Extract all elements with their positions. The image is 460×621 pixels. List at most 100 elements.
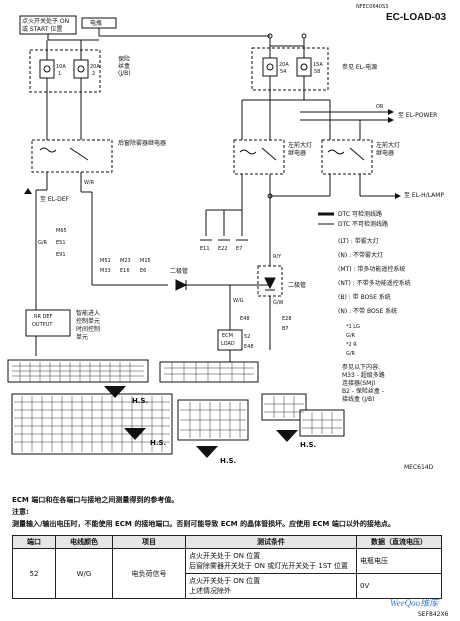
diode2-label: 二极管 — [288, 282, 307, 289]
fuse-a-rating: 10A — [56, 64, 66, 70]
wire-color-2: G/R — [346, 333, 356, 339]
connector-ref: M33 — [100, 268, 111, 274]
connector-ref: E48 — [240, 316, 250, 322]
connector-ref: M23 — [120, 258, 131, 264]
ign-label-1: 点火开关处于 ON — [22, 18, 70, 25]
see-el-power-top: 参见 EL-电源 — [342, 64, 378, 71]
connector-ref: E16 — [120, 268, 130, 274]
rr-def-text-1: 智能进入 — [76, 310, 101, 317]
notes-line1: ECM 端口和在各端口与接地之间测量得到的参考值。 — [12, 496, 179, 504]
fuse-box-label-2: 丝盒 — [118, 63, 131, 70]
watermark-logo: WeeQoo维库 — [390, 598, 439, 608]
hs-label: H.S. — [220, 457, 237, 465]
table-row: 52 W/G 电负荷信号 点火开关处于 ON 位置 后窗除雾器开关处于 ON 或… — [12, 548, 442, 599]
connector-ref: E51 — [56, 240, 66, 246]
cell-data-2: 0V — [356, 573, 442, 599]
rr-def-text-3: 时间控制 — [76, 326, 101, 333]
fuse-a-num: 1 — [58, 71, 62, 77]
headlamp-relay-lh-2: 继电器 — [288, 150, 307, 157]
connector-ref: M15 — [140, 258, 151, 264]
headlamp-relay-rh-1: 左前大灯 — [376, 142, 401, 149]
fuse-b-num: 2 — [92, 71, 96, 77]
cell-condition-1: 点火开关处于 ON 位置 后窗除雾器开关处于 ON 或灯光开关处于 1ST 位置 — [185, 548, 357, 574]
legend-item: (N) : 不带 BOSE 系统 — [338, 308, 398, 315]
wire-gr: G/R — [38, 240, 48, 246]
connector-ref: M65 — [56, 228, 67, 234]
wire-ry: R/Y — [273, 254, 282, 260]
headlamp-relay-lh-1: 左前大灯 — [288, 142, 313, 149]
wire-wr: W/R — [84, 180, 95, 186]
connector-ref: E91 — [56, 252, 66, 258]
wire-color-4: G/R — [346, 351, 356, 357]
ecm-label-2: LOAD — [221, 341, 235, 347]
wire-wg: W/G — [233, 298, 244, 304]
legend-item: (NT) : 不带多功能遥控系统 — [338, 280, 411, 287]
rr-def-label-1: RR DEF — [34, 314, 53, 320]
fuse-c-rating: 20A — [279, 62, 289, 68]
see-below-5: 接线盒 (J/B) — [342, 396, 375, 403]
rr-def-text-2: 控制单元 — [76, 318, 101, 325]
dtc-legend-2: DTC 不可检测线路 — [338, 221, 389, 228]
diagram-title: EC-LOAD-03 — [386, 12, 447, 23]
headlamp-relay-rh-2: 继电器 — [376, 150, 395, 157]
header-data: 数据（直流电压） — [356, 535, 442, 549]
fuse-b-rating: 20A — [90, 64, 100, 70]
ecm-label-1: ECM — [222, 333, 233, 339]
see-below-3: 连接器(SMJ) — [342, 380, 376, 387]
fuse-c-num: 54 — [280, 69, 287, 75]
cell-color: W/G — [55, 548, 113, 599]
header-color: 电线颜色 — [55, 535, 113, 549]
connector-ref: B7 — [282, 326, 289, 332]
condition-2-line2: 上述情况除外 — [189, 587, 231, 595]
connector-ref: E28 — [282, 316, 292, 322]
hs-label: H.S. — [132, 397, 149, 405]
hs-label: H.S. — [300, 441, 317, 449]
notes-line2: 注意: — [12, 508, 29, 516]
header-pin: 端口 — [12, 535, 56, 549]
header-condition: 测试条件 — [185, 535, 357, 549]
cell-data-1: 电瓶电压 — [356, 548, 442, 574]
diode1-label: 二极管 — [170, 268, 189, 275]
table-row: 点火开关处于 ON 位置 上述情况除外 0V — [13, 573, 442, 599]
wire-gw: G/W — [273, 300, 284, 306]
see-below-2: M33 - 超级多路 — [342, 372, 385, 379]
legend-item: (N) : 不带雾大灯 — [338, 252, 384, 259]
condition-2-line1: 点火开关处于 ON 位置 — [189, 577, 261, 585]
ecm-ref: E48 — [244, 344, 254, 350]
see-below-4: B2 - 保险丝盒 - — [342, 388, 384, 395]
diagram-code: NFEC0640S3 — [356, 4, 389, 10]
rr-def-label-2: OUTPUT — [32, 322, 53, 328]
to-el-power: 至 EL-POWER — [398, 112, 438, 119]
legend-item: (LT) : 带雾大灯 — [338, 238, 379, 245]
cell-pin: 52 — [12, 548, 56, 599]
condition-1-line2: 后窗除雾器开关处于 ON 或灯光开关处于 1ST 位置 — [189, 562, 348, 570]
legend-item: (MT) : 带多功能遥控系统 — [338, 266, 406, 273]
cell-condition-2: 点火开关处于 ON 位置 上述情况除外 — [185, 573, 357, 599]
ecm-pin: 52 — [244, 334, 251, 340]
wire-or: OR — [376, 104, 384, 110]
footer-code: SEF842X6 — [418, 611, 449, 618]
connector-ref: E22 — [218, 246, 228, 252]
fuse-box-label-3: (J/B) — [118, 70, 131, 77]
to-el-hlamp: 至 EL-H/LAMP — [404, 192, 445, 199]
condition-1-line1: 点火开关处于 ON 位置 — [189, 552, 261, 560]
defogger-relay-label: 后窗除雾器继电器 — [118, 140, 167, 147]
connector-ref: E11 — [200, 246, 210, 252]
rr-def-text-4: 单元 — [76, 334, 89, 341]
notes-line3: 测量输入/输出电压时，不能使用 ECM 的接地端口。否则可能导致 ECM 的晶体… — [12, 520, 395, 528]
header-item: 项目 — [112, 535, 186, 549]
wire-color-1: *1 LG — [346, 324, 360, 330]
fuse-d-rating: 15A — [313, 62, 323, 68]
legend-item: (B) : 带 BOSE 系统 — [338, 294, 391, 301]
connector-ref: E7 — [236, 246, 243, 252]
hs-label: H.S. — [150, 439, 167, 447]
connector-ref: E6 — [140, 268, 147, 274]
table-header-row: 端口 电线颜色 项目 测试条件 数据（直流电压） — [12, 535, 442, 549]
ign-label-2: 或 START 位置 — [22, 26, 63, 33]
ecm-reference-table: 端口 电线颜色 项目 测试条件 数据（直流电压） 52 W/G 电负荷信号 点火… — [12, 535, 442, 599]
to-el-def: 至 EL-DEF — [40, 196, 69, 203]
see-below-1: 参见以下内容: — [342, 364, 381, 371]
battery-label: 电瓶 — [90, 20, 103, 27]
fuse-box-label-1: 保险 — [118, 56, 131, 63]
connector-ref: M51 — [100, 258, 111, 264]
